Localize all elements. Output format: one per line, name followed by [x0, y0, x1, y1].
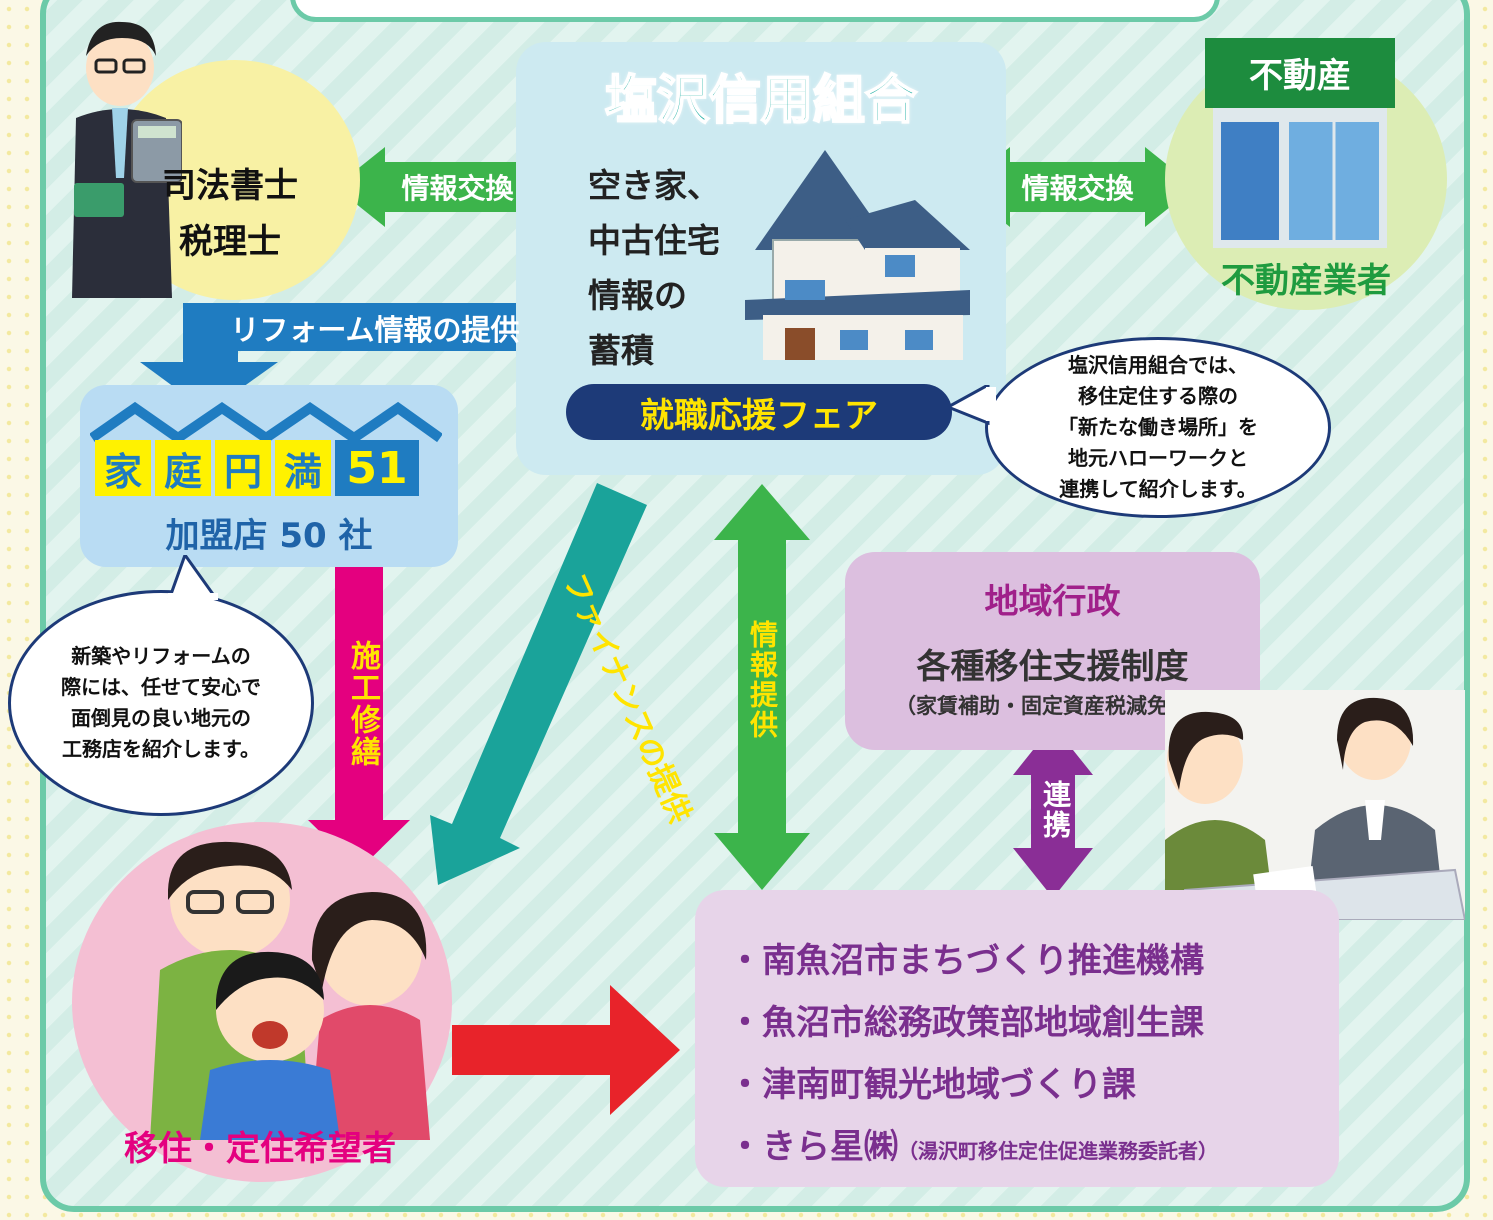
professionals-line2: 税理士 [179, 222, 281, 262]
info-provide-label: 情報提供 [746, 620, 779, 740]
bubble-line: 塩沢信用組合では、 [1068, 353, 1248, 377]
family-to-orgs-arrow [452, 985, 680, 1115]
cooperation-label: 連携 [1039, 780, 1072, 840]
counter-consultation-icon [1165, 690, 1465, 920]
bubble-line: 「新たな働き場所」を [1058, 415, 1258, 439]
admin-subtitle: 各種移住支援制度 [916, 646, 1189, 687]
house-icon [745, 150, 970, 360]
logo-char: 円 [215, 440, 271, 496]
info-exchange-left-label: 情報交換 [401, 172, 514, 205]
family-icon [150, 841, 430, 1140]
katei-enman-roof-icon [90, 401, 442, 445]
bubble-line: 際には、任せて安心で [61, 675, 261, 699]
speech-bubble-right: 塩沢信用組合では、 移住定住する際の 「新たな働き場所」を 地元ハローワークと … [985, 337, 1331, 518]
cooperation-arrow [1013, 725, 1093, 898]
bubble-line: 新築やリフォームの [71, 644, 251, 668]
desc-line: 情報の [588, 276, 687, 315]
bubble-line: 連携して紹介します。 [1059, 477, 1257, 501]
member-count: 加盟店 50 社 [165, 515, 373, 556]
org-name: 津南町観光地域づくり課 [762, 1065, 1136, 1105]
org-item: ・魚沼市総務政策部地域創生課 [728, 992, 1218, 1054]
real-estate-shop-icon [1205, 38, 1395, 248]
org-item: ・きら星㈱（湯沢町移住定住促進業務委託者） [728, 1116, 1218, 1182]
org-name: きら星㈱ [762, 1127, 898, 1167]
professionals-label: 司法書士 税理士 [162, 158, 298, 270]
credit-union-description: 空き家、 中古住宅 情報の 蓄積 [588, 158, 720, 378]
desc-line: 空き家、 [588, 166, 720, 205]
katei-enman-logo: 家 庭 円 満 51 [95, 440, 419, 496]
organizations-list: ・南魚沼市まちづくり推進機構 ・魚沼市総務政策部地域創生課 ・津南町観光地域づく… [728, 930, 1218, 1182]
real-estate-label: 不動産業者 [1221, 260, 1391, 301]
admin-note: （家賃補助・固定資産税減免等） [895, 694, 1210, 718]
desc-line: 中古住宅 [588, 221, 720, 260]
bubble-line: 工務店を紹介します。 [62, 737, 260, 761]
construction-arrow [308, 560, 410, 870]
professional-with-calculator-icon [72, 21, 182, 298]
speech-bubble-left: 新築やリフォームの 際には、任せて安心で 面倒見の良い地元の 工務店を紹介します… [8, 590, 314, 816]
bullet: ・ [728, 1065, 762, 1105]
info-provide-arrow [714, 484, 810, 890]
real-estate-sign: 不動産 [1249, 55, 1351, 96]
professionals-line1: 司法書士 [162, 166, 298, 206]
info-exchange-right-label: 情報交換 [1021, 172, 1134, 205]
construction-label: 施工修繕 [345, 640, 380, 768]
admin-title: 地域行政 [984, 581, 1121, 622]
organizations-box [695, 890, 1339, 1187]
org-name: 魚沼市総務政策部地域創生課 [762, 1003, 1204, 1043]
family-label: 移住・定住希望者 [124, 1128, 396, 1169]
desc-line: 蓄積 [588, 331, 654, 370]
org-item: ・津南町観光地域づくり課 [728, 1054, 1218, 1116]
logo-char: 家 [95, 440, 151, 496]
logo-char: 満 [275, 440, 331, 496]
job-fair-pill: 就職応援フェア [566, 384, 952, 440]
bubble-line: 地元ハローワークと [1068, 446, 1248, 470]
reform-info-label: リフォーム情報の提供 [230, 312, 520, 347]
info-exchange-right-arrow [960, 147, 1195, 227]
bullet: ・ [728, 1127, 762, 1167]
bullet: ・ [728, 1003, 762, 1043]
logo-char: 庭 [155, 440, 211, 496]
bubble-line: 面倒見の良い地元の [71, 706, 251, 730]
org-item: ・南魚沼市まちづくり推進機構 [728, 930, 1218, 992]
bubble-line: 移住定住する際の [1078, 384, 1238, 408]
logo-number: 51 [335, 440, 419, 496]
bullet: ・ [728, 941, 762, 981]
bubble-right-tail [948, 385, 996, 425]
reform-info-arrow [140, 303, 555, 412]
finance-arrow [430, 483, 647, 885]
org-note: （湯沢町移住定住促進業務委託者） [898, 1139, 1218, 1163]
org-name: 南魚沼市まちづくり推進機構 [762, 941, 1204, 981]
credit-union-title: 塩沢信用組合 [604, 70, 918, 132]
bubble-left-tail [167, 555, 218, 600]
